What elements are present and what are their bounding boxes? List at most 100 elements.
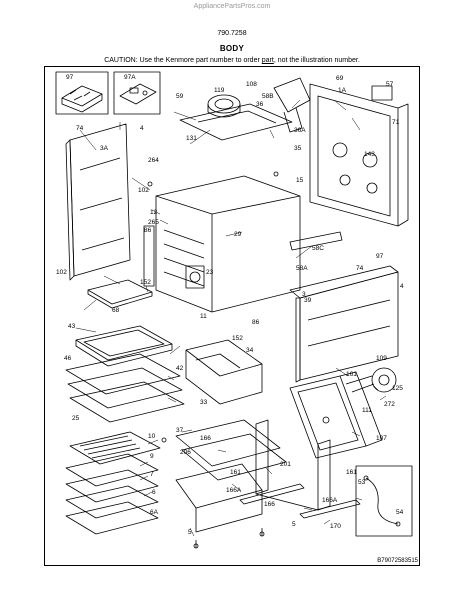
callout-74: 74 [76, 125, 84, 132]
callout-33: 33 [200, 399, 208, 406]
site-watermark: AppliancePartsPros.com [193, 3, 271, 10]
model-number: 790.7258 [217, 30, 247, 37]
callout-264: 264 [148, 157, 159, 164]
callout-86b: 86 [252, 319, 260, 326]
callout-74b: 74 [356, 265, 364, 272]
callout-107: 107 [376, 435, 387, 442]
top-panel-131 [179, 103, 293, 141]
inset-box-53-54 [355, 465, 413, 537]
callout-37: 37 [176, 427, 184, 434]
callout-23: 23 [206, 269, 214, 276]
drawer-frame-201 [255, 419, 331, 511]
callout-58a: 58A [296, 265, 308, 272]
callout-272: 272 [384, 401, 395, 408]
callout-143: 143 [364, 151, 375, 158]
callout-68: 68 [112, 307, 120, 314]
callout-36: 36 [256, 101, 264, 108]
control-board-97-drawing [61, 85, 103, 113]
callout-152b: 152 [232, 335, 243, 342]
callout-97b: 97 [376, 253, 384, 260]
vent-duct-36 [273, 77, 311, 113]
caution-note: CAUTION: Use the Kenmore part number to … [104, 57, 360, 64]
callout-11: 11 [200, 313, 207, 320]
callout-119: 119 [214, 87, 225, 94]
drip-tray-68 [87, 279, 153, 309]
door-liner-33 [185, 339, 263, 405]
callout-206: 206 [180, 449, 191, 456]
callout-36a: 36A [294, 127, 306, 134]
slides-166a [239, 483, 361, 519]
oven-cavity [155, 175, 301, 313]
drawer-front-107 [289, 371, 383, 459]
rack-10 [69, 431, 161, 465]
part-box-97a [113, 71, 161, 115]
callout-53: 53 [358, 479, 366, 486]
callout-1a: 1A [338, 87, 347, 94]
callout-86: 86 [144, 227, 152, 234]
callout-125: 125 [392, 385, 403, 392]
callout-39: 39 [304, 297, 312, 304]
callout-58b: 58B [262, 93, 274, 100]
callout-43: 43 [68, 323, 76, 330]
callout-15: 15 [296, 177, 304, 184]
side-panel-3a [65, 123, 131, 281]
callout-6: 6 [152, 489, 156, 496]
callout-3: 3 [302, 291, 306, 298]
callout-131: 131 [186, 135, 197, 142]
callout-57: 57 [386, 81, 394, 88]
leader-lines [75, 99, 387, 537]
callout-161: 161 [346, 371, 357, 378]
diagram-frame [44, 66, 420, 566]
door-glass-stack-46 [65, 353, 185, 423]
callout-6a: 6A [150, 509, 159, 516]
callout-25: 25 [72, 415, 80, 422]
fan-assembly-drawing [207, 94, 241, 118]
callout-10: 10 [148, 433, 156, 440]
callout-59: 59 [176, 93, 184, 100]
callout-108: 108 [246, 81, 257, 88]
document-number: B79072583515 [377, 558, 418, 564]
callout-labels: 97 97A 108 69 57 59 119 58B 1A 74 4 131 … [56, 74, 404, 536]
callout-97a: 97A [124, 74, 136, 81]
callout-109: 109 [376, 355, 387, 362]
callout-97: 97 [66, 74, 74, 81]
callout-9: 9 [150, 453, 154, 460]
diagram-title: BODY [219, 44, 245, 53]
callout-12: 12 [150, 209, 158, 216]
callout-102b: 102 [56, 269, 67, 276]
vent-58c [289, 231, 343, 251]
callout-35: 35 [294, 145, 302, 152]
callout-166b: 166 [264, 501, 275, 508]
callout-111: 111 [362, 407, 372, 414]
callout-3a: 3A [100, 145, 109, 152]
callout-166: 166 [200, 435, 211, 442]
drawer-body-166 [175, 419, 287, 533]
callout-265: 265 [148, 219, 159, 226]
fan-motor-109 [345, 367, 397, 393]
callout-102: 102 [138, 187, 149, 194]
plate-57 [371, 85, 393, 101]
rear-panel-1a [309, 83, 409, 227]
callout-201: 201 [280, 461, 291, 468]
callout-34: 34 [246, 347, 254, 354]
callout-161b: 161 [230, 469, 241, 476]
callout-58c: 58C [312, 245, 324, 252]
callout-4: 4 [140, 125, 144, 132]
callout-29: 29 [234, 231, 242, 238]
callout-5b: 5 [292, 521, 296, 528]
callout-7: 7 [150, 471, 154, 478]
callout-46: 46 [64, 355, 72, 362]
control-board-97a-drawing [119, 83, 157, 105]
callout-161c: 161 [346, 469, 357, 476]
part-box-97 [55, 71, 109, 115]
callout-71: 71 [392, 119, 400, 126]
callout-54: 54 [396, 509, 404, 516]
callout-170: 170 [330, 523, 341, 530]
wire-harness-53 [363, 475, 401, 527]
side-panel-4 [289, 265, 399, 383]
callout-166a: 166A [226, 487, 242, 494]
callout-166a-b: 166A [322, 497, 338, 504]
racks-9-6-7 [65, 453, 159, 535]
screws-and-fasteners [147, 171, 279, 549]
